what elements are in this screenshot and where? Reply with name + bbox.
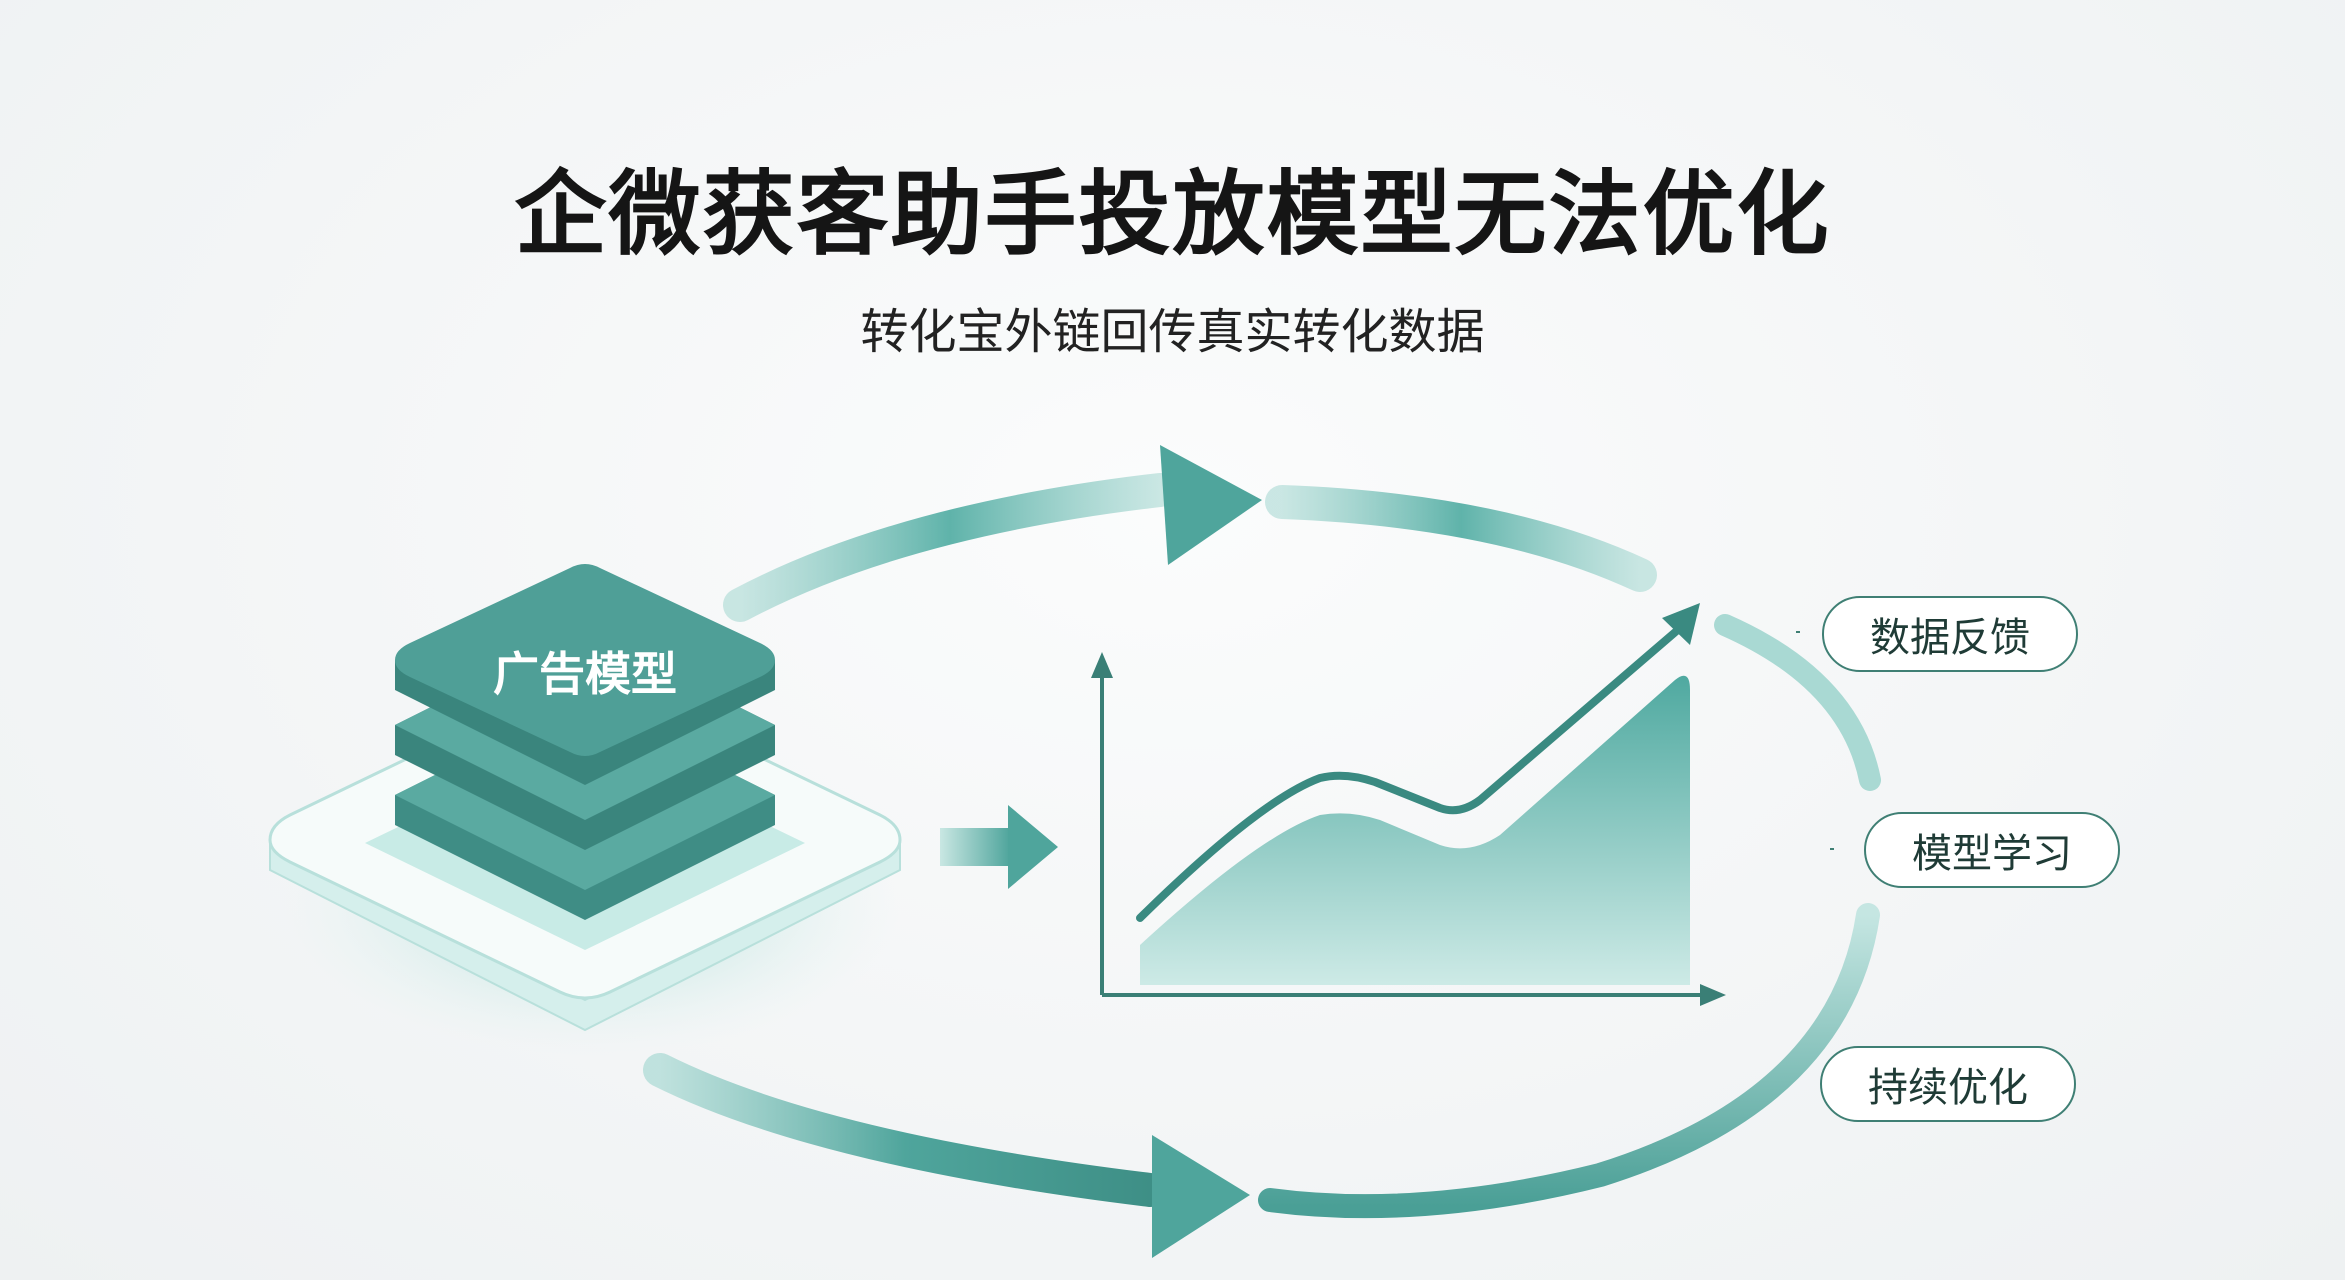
right-arrow-icon	[1152, 1135, 1250, 1258]
ad-model-stack: 广告模型	[268, 564, 902, 1055]
cycle-label-text: 模型学习	[1912, 831, 2072, 877]
cycle-label-text: 持续优化	[1868, 1065, 2028, 1111]
top-cycle-arrow	[723, 445, 1657, 622]
trend-chart	[1091, 603, 1726, 1006]
trend-area	[1140, 675, 1690, 985]
page-title: 企微获客助手投放模型无法优化	[514, 161, 1831, 268]
right-cycle-arc	[1258, 614, 1881, 1219]
cycle-label-continuous-optimization: 持续优化	[1820, 1046, 2076, 1122]
ad-model-label: 广告模型	[493, 647, 677, 701]
cycle-label-data-feedback: 数据反馈	[1822, 596, 2078, 672]
cycle-label-model-learning: 模型学习	[1864, 812, 2120, 888]
page-subtitle: 转化宝外链回传真实转化数据	[860, 304, 1485, 360]
trend-up-icon	[1136, 624, 1684, 922]
cycle-label-text: 数据反馈	[1870, 615, 2030, 661]
right-arrow-icon	[1008, 805, 1058, 889]
bottom-cycle-arrow	[643, 1053, 1250, 1258]
right-arrow-icon	[1160, 445, 1262, 565]
model-to-chart-arrow	[940, 805, 1058, 889]
